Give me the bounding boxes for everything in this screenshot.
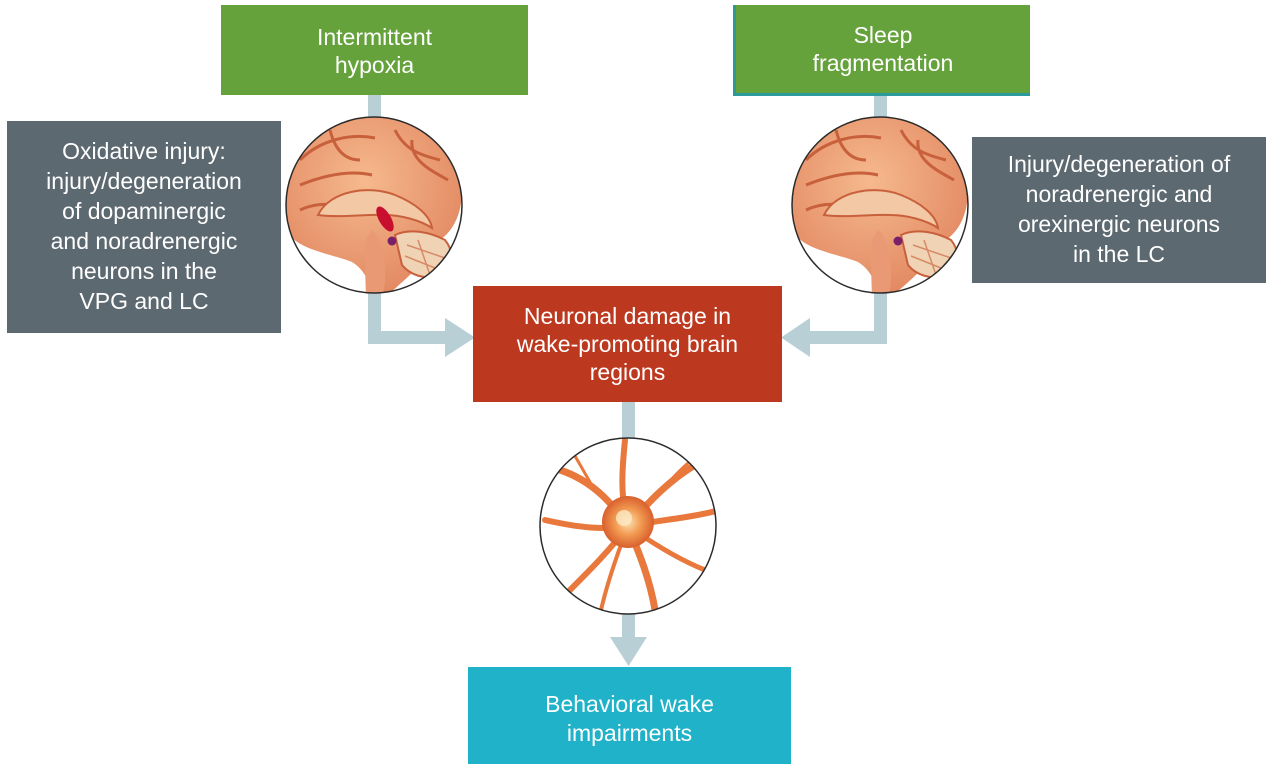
arrow-left-to-damage-icon [445, 318, 475, 357]
lc-injury-line: Injury/degeneration of [1008, 150, 1231, 180]
oxidative-injury-text: Oxidative injury: injury/degeneration of… [46, 137, 242, 316]
neuronal-damage-box: Neuronal damage in wake-promoting brain … [473, 286, 782, 402]
intermittent-hypoxia-line: hypoxia [317, 51, 432, 79]
brain-sagittal-icon [792, 117, 968, 305]
sleep-fragmentation-box: Sleep fragmentation [733, 5, 1030, 96]
connector-right-horizontal [807, 331, 887, 344]
brain-sagittal-icon [286, 117, 462, 305]
behavioral-impairments-box: Behavioral wake impairments [468, 667, 791, 764]
neuronal-damage-line: wake-promoting brain [517, 330, 738, 358]
lc-injury-text: Injury/degeneration of noradrenergic and… [1008, 150, 1231, 270]
lc-injury-box: Injury/degeneration of noradrenergic and… [972, 137, 1266, 283]
sleep-fragmentation-text: Sleep fragmentation [813, 21, 954, 77]
oxidative-injury-line: Oxidative injury: [46, 137, 242, 167]
sleep-fragmentation-line: fragmentation [813, 49, 954, 77]
lc-injury-line: noradrenergic and [1008, 180, 1231, 210]
lc-injury-line: in the LC [1008, 240, 1231, 270]
oxidative-injury-line: VPG and LC [46, 287, 242, 317]
oxidative-injury-line: neurons in the [46, 257, 242, 287]
behavioral-impairments-line: impairments [545, 719, 714, 747]
neuronal-damage-line: Neuronal damage in [517, 302, 738, 330]
intermittent-hypoxia-box: Intermittent hypoxia [221, 5, 528, 95]
lc-injury-line: orexinergic neurons [1008, 210, 1231, 240]
behavioral-impairments-line: Behavioral wake [545, 690, 714, 718]
oxidative-injury-box: Oxidative injury: injury/degeneration of… [7, 121, 281, 333]
connector-left-horizontal [368, 331, 448, 344]
connector-neuron-down [622, 612, 635, 640]
behavioral-impairments-text: Behavioral wake impairments [545, 690, 714, 746]
connector-damage-down [622, 402, 635, 442]
neuron-icon [540, 438, 720, 615]
oxidative-injury-line: of dopaminergic [46, 197, 242, 227]
intermittent-hypoxia-line: Intermittent [317, 23, 432, 51]
oxidative-injury-line: and noradrenergic [46, 227, 242, 257]
sleep-fragmentation-line: Sleep [813, 21, 954, 49]
neuronal-damage-line: regions [517, 358, 738, 386]
arrow-to-behavior-icon [610, 637, 647, 666]
oxidative-injury-line: injury/degeneration [46, 167, 242, 197]
intermittent-hypoxia-text: Intermittent hypoxia [317, 23, 432, 79]
arrow-right-to-damage-icon [781, 318, 810, 357]
neuronal-damage-text: Neuronal damage in wake-promoting brain … [517, 302, 738, 386]
